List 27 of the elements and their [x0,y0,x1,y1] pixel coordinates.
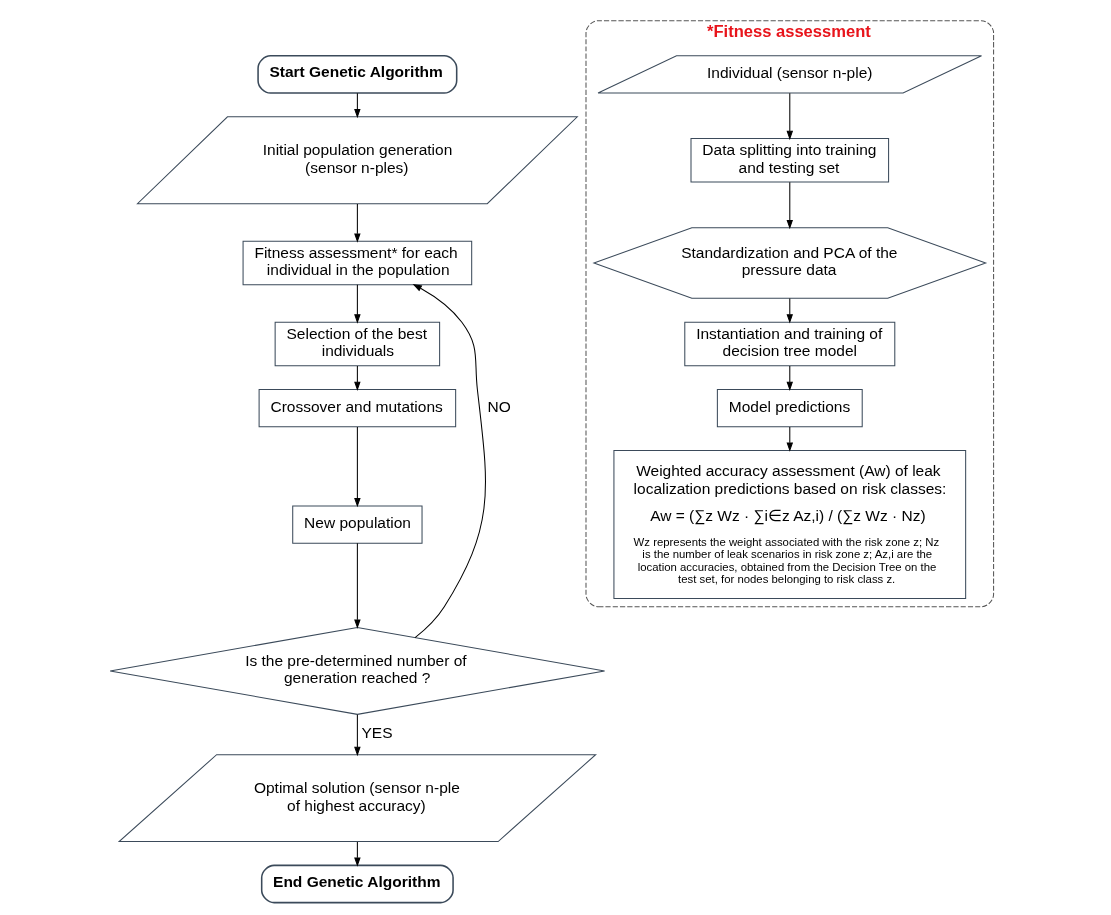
node-box: Start Genetic Algorithm [256,55,457,94]
arrow [786,426,793,452]
arrow [412,284,486,639]
arrow [353,542,361,629]
node-box: New population [291,505,423,544]
node-box: Crossover and mutations [258,389,456,428]
node-box: Model predictions [716,389,863,428]
arrow [786,297,793,324]
edge-label: NO [486,397,511,415]
arrow [353,841,361,867]
node-box: Weighted accuracy assessment (Aw) of leak localization predictions based on risk classes: Aw = (∑z Wz · ∑i∈z Az,i) / (∑z Wz · Nz) Wz represents the weight associated with the risk zone z; Nz is the number of leak scenarios in risk zone z; Az,i are the location accuracies, obtained from the Decision Tree on the test set, for nodes belonging to risk class z. [612,450,966,599]
arrow [786,365,793,391]
node-diamond: Is the pre-determined number of generation reached ? [109,626,605,715]
node-box: End Genetic Algorithm [260,864,454,904]
edge-label: YES [361,724,393,742]
arrow [353,426,361,508]
arrow [353,714,361,757]
arrow [353,284,361,324]
node-box: Instantiation and training of decision tree model [683,321,895,367]
node-box: Fitness assessment* for each individual in the population [242,240,472,286]
arrow [786,181,793,230]
arrow [786,92,793,141]
arrow [353,92,361,119]
node-box: Selection of the best individuals [274,321,440,367]
arrow [353,203,361,243]
arrow [353,365,361,391]
node-box: Data splitting into training and testing set [690,138,889,183]
